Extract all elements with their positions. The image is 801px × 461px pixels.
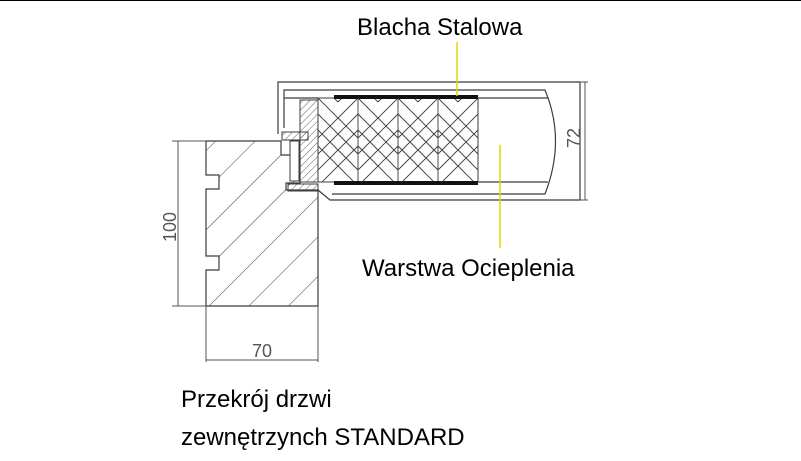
dimension-lines — [172, 81, 588, 362]
leader-lines — [456, 42, 501, 248]
dimension-width-label: 70 — [252, 341, 272, 361]
steel-sheet-label: Blacha Stalowa — [357, 14, 523, 41]
dimension-thickness-label: 72 — [564, 128, 584, 148]
insulation-layer-label: Warstwa Ocieplenia — [362, 255, 575, 282]
caption-line-1: Przekrój drzwi — [181, 386, 332, 413]
dimension-height-label: 100 — [160, 212, 180, 242]
caption-line-2: zewnętrzynch STANDARD — [181, 424, 465, 451]
door-leaf-casing — [277, 81, 581, 201]
insulation-core — [317, 97, 479, 183]
seal-profiles — [281, 131, 319, 192]
steel-sheets — [334, 95, 478, 185]
top-border-line — [0, 0, 801, 1]
